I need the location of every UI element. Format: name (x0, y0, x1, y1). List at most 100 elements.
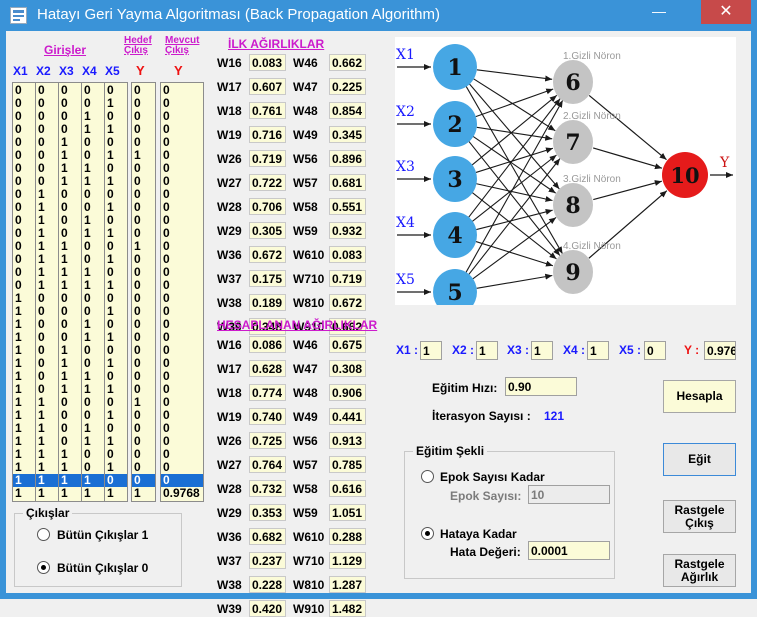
table-cell[interactable]: 1 (84, 434, 91, 448)
table-cell[interactable]: 0 (61, 109, 68, 123)
table-cell[interactable]: 1 (107, 96, 114, 110)
test-x2-input[interactable]: 1 (476, 341, 498, 360)
table-cell[interactable]: 1 (15, 343, 22, 357)
table-cell[interactable]: 0 (84, 200, 91, 214)
weight-value[interactable]: 0.906 (329, 384, 366, 401)
weight-value[interactable]: 0.675 (329, 336, 366, 353)
table-cell[interactable]: 0 (107, 83, 114, 97)
table-cell[interactable]: 0 (163, 239, 170, 253)
table-cell[interactable]: 0 (163, 369, 170, 383)
table-cell[interactable]: 0 (38, 174, 45, 188)
weight-value[interactable]: 0.672 (329, 294, 366, 311)
table-cell[interactable]: 1 (107, 356, 114, 370)
table-cell[interactable]: 1 (84, 226, 91, 240)
table-cell[interactable]: 0 (15, 83, 22, 97)
close-button[interactable]: ✕ (701, 0, 751, 24)
weight-value[interactable]: 1.051 (329, 504, 366, 521)
table-cell[interactable]: 0 (61, 434, 68, 448)
table-cell[interactable]: 1 (61, 252, 68, 266)
table-cell[interactable]: 0 (15, 135, 22, 149)
table-cell[interactable]: 1 (84, 486, 91, 500)
weight-value[interactable]: 0.716 (249, 126, 286, 143)
table-cell[interactable]: 0 (163, 382, 170, 396)
weight-value[interactable]: 0.237 (249, 552, 286, 569)
table-cell[interactable]: 1 (15, 330, 22, 344)
table-cell[interactable]: 0 (38, 369, 45, 383)
weight-value[interactable]: 0.672 (249, 246, 286, 263)
table-cell[interactable]: 0 (134, 161, 141, 175)
table-cell[interactable]: 1 (107, 252, 114, 266)
all-outputs-1-label[interactable]: Bütün Çıkışlar 1 (57, 528, 149, 542)
table-cell[interactable]: 0 (61, 83, 68, 97)
table-cell[interactable]: 1 (134, 239, 141, 253)
weight-value[interactable]: 0.681 (329, 174, 366, 191)
table-cell[interactable]: 1 (36, 474, 58, 487)
weight-value[interactable]: 0.441 (329, 408, 366, 425)
table-cell[interactable]: 0 (61, 304, 68, 318)
table-cell[interactable]: 0 (134, 304, 141, 318)
table-cell[interactable]: 0 (134, 408, 141, 422)
table-cell[interactable]: 0 (15, 226, 22, 240)
table-cell[interactable]: 0 (134, 421, 141, 435)
table-cell[interactable]: 0 (107, 135, 114, 149)
table-cell[interactable]: 0 (61, 291, 68, 305)
table-cell[interactable]: 0 (15, 161, 22, 175)
weight-value[interactable]: 0.732 (249, 480, 286, 497)
table-cell[interactable]: 0 (15, 174, 22, 188)
table-cell[interactable]: 1 (107, 174, 114, 188)
table-cell[interactable]: 0 (134, 200, 141, 214)
weight-value[interactable]: 0.348 (249, 318, 286, 335)
table-cell[interactable]: 0 (84, 96, 91, 110)
table-cell[interactable]: 0 (61, 122, 68, 136)
weight-value[interactable]: 0.420 (249, 600, 286, 617)
table-cell[interactable]: 1 (38, 421, 45, 435)
table-cell[interactable]: 0 (84, 395, 91, 409)
table-cell[interactable]: 1 (84, 109, 91, 123)
table-cell[interactable]: 1 (61, 148, 68, 162)
table-cell[interactable]: 1 (15, 486, 22, 500)
table-cell[interactable]: 1 (38, 187, 45, 201)
table-cell[interactable]: 0 (38, 356, 45, 370)
weight-value[interactable]: 0.288 (329, 528, 366, 545)
table-cell[interactable]: 1 (38, 265, 45, 279)
table-cell[interactable]: 0 (163, 187, 170, 201)
table-cell[interactable]: 0 (84, 83, 91, 97)
table-cell[interactable]: 0 (163, 447, 170, 461)
table-cell[interactable]: 0 (163, 278, 170, 292)
table-cell[interactable]: 0 (38, 148, 45, 162)
error-mode-label[interactable]: Hataya Kadar (440, 527, 517, 541)
weight-value[interactable]: 0.662 (329, 54, 366, 71)
table-cell[interactable]: 0 (15, 187, 22, 201)
table-cell[interactable]: 0 (61, 200, 68, 214)
table-cell[interactable]: 0 (84, 252, 91, 266)
table-cell[interactable]: 1 (38, 486, 45, 500)
table-cell[interactable]: 1 (15, 382, 22, 396)
table-cell[interactable]: 0 (107, 213, 114, 227)
table-cell[interactable]: 0 (84, 447, 91, 461)
table-cell[interactable]: 0 (61, 187, 68, 201)
table-cell[interactable]: 1 (134, 148, 141, 162)
table-cell[interactable]: 0 (38, 330, 45, 344)
table-cell[interactable]: 0 (107, 447, 114, 461)
table-cell[interactable]: 0 (134, 278, 141, 292)
table-cell[interactable]: 1 (15, 291, 22, 305)
weight-value[interactable]: 0.706 (249, 198, 286, 215)
table-cell[interactable]: 0 (15, 96, 22, 110)
table-cell[interactable]: 0 (107, 421, 114, 435)
test-x4-input[interactable]: 1 (587, 341, 609, 360)
table-cell[interactable]: 0 (163, 96, 170, 110)
table-cell[interactable]: 0 (84, 291, 91, 305)
table-cell[interactable]: 0 (61, 213, 68, 227)
table-cell[interactable]: 1 (84, 278, 91, 292)
table-cell[interactable]: 0 (163, 135, 170, 149)
table-cell[interactable]: 0 (107, 265, 114, 279)
table-cell[interactable]: 1 (38, 434, 45, 448)
table-cell[interactable]: 0 (163, 421, 170, 435)
table-cell[interactable]: 0 (134, 317, 141, 331)
